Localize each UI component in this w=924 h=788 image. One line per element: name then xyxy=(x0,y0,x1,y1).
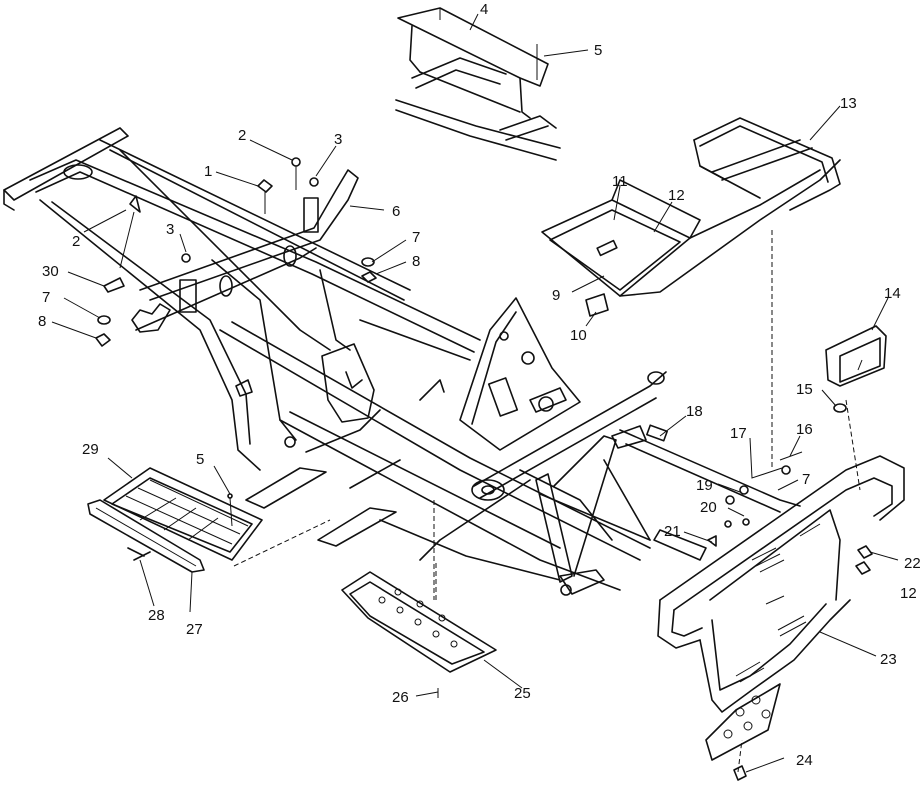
callout-18: 18 xyxy=(686,403,703,420)
callout-7-right: 7 xyxy=(802,471,810,488)
rack-pad xyxy=(585,293,609,317)
callout-16: 16 xyxy=(796,421,813,438)
callout-21: 21 xyxy=(664,523,681,540)
callout-1: 1 xyxy=(204,163,212,180)
callout-27: 27 xyxy=(186,621,203,638)
callout-29: 29 xyxy=(82,441,99,458)
callout-26: 26 xyxy=(392,689,409,706)
callout-15: 15 xyxy=(796,381,813,398)
frame-bracket-inset xyxy=(395,7,561,161)
callout-2-left: 2 xyxy=(72,233,80,250)
leader-lines xyxy=(51,13,899,773)
callout-19: 19 xyxy=(696,477,713,494)
callout-5-top: 5 xyxy=(594,42,602,59)
callout-10: 10 xyxy=(570,327,587,344)
callout-28: 28 xyxy=(148,607,165,624)
callout-12-rack: 12 xyxy=(668,187,685,204)
callout-13: 13 xyxy=(840,95,857,112)
callout-30: 30 xyxy=(42,263,59,280)
callout-20: 20 xyxy=(700,499,717,516)
hardware-items xyxy=(95,44,873,781)
front-bumper xyxy=(657,455,905,773)
callout-9: 9 xyxy=(552,287,560,304)
taillight xyxy=(825,325,887,491)
callout-3-top: 3 xyxy=(334,131,342,148)
callout-23: 23 xyxy=(880,651,897,668)
skid-plate xyxy=(341,560,497,673)
callout-3-left: 3 xyxy=(166,221,174,238)
callout-7-center: 7 xyxy=(412,229,420,246)
callout-labels: 1 2 2 3 3 4 5 5 6 7 7 7 8 8 9 10 11 12 1… xyxy=(38,1,921,769)
callout-11: 11 xyxy=(612,173,628,190)
callout-8-center: 8 xyxy=(412,253,420,270)
callout-8-left: 8 xyxy=(38,313,46,330)
callout-14: 14 xyxy=(884,285,901,302)
callout-5-bottom: 5 xyxy=(196,451,204,468)
footrest-assembly xyxy=(87,467,263,573)
callout-2-top: 2 xyxy=(238,127,246,144)
main-frame xyxy=(3,127,801,600)
callout-4: 4 xyxy=(480,1,488,18)
callout-24: 24 xyxy=(796,752,813,769)
callout-12-right: 12 xyxy=(900,585,917,602)
callout-25: 25 xyxy=(514,685,531,702)
callout-17: 17 xyxy=(730,425,747,442)
callout-7-left: 7 xyxy=(42,289,50,306)
callout-6: 6 xyxy=(392,203,400,220)
rear-cargo-rack xyxy=(541,117,841,470)
callout-22: 22 xyxy=(904,555,921,572)
